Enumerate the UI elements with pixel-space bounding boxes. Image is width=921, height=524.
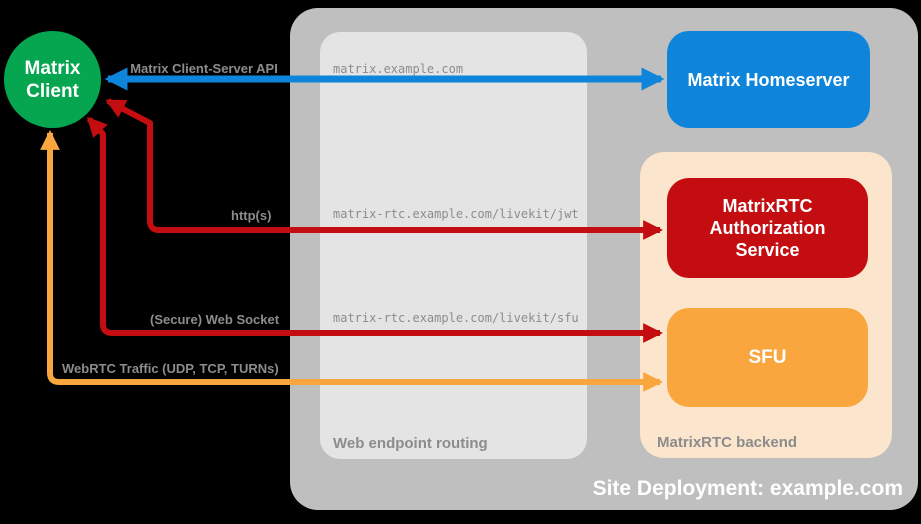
matrix-client-node: Matrix Client (4, 31, 101, 128)
edge-label-client-server-api: Matrix Client-Server API (130, 61, 278, 76)
endpoint-url-livekit-jwt: matrix-rtc.example.com/livekit/jwt (333, 207, 579, 221)
edge-label-https: http(s) (231, 208, 272, 223)
matrixrtc-backend-label: MatrixRTC backend (657, 434, 798, 451)
matrix-client-label-line2: Client (26, 80, 79, 102)
sfu-label: SFU (748, 346, 787, 368)
edge-label-webrtc-traffic: WebRTC Traffic (UDP, TCP, TURNs) (62, 361, 279, 376)
web-endpoint-routing-label: Web endpoint routing (333, 435, 488, 452)
sfu-node: SFU (667, 308, 868, 407)
web-endpoint-routing-panel: Web endpoint routing (320, 32, 587, 459)
endpoint-url-livekit-sfu: matrix-rtc.example.com/livekit/sfu (333, 311, 579, 325)
matrix-client-label-line1: Matrix (24, 57, 81, 79)
matrixrtc-authorization-service-label: MatrixRTC Authorization Service (709, 196, 826, 260)
matrix-homeserver-label: Matrix Homeserver (687, 69, 850, 90)
matrixrtc-authorization-service-node: MatrixRTC Authorization Service (667, 178, 868, 278)
endpoint-url-matrix: matrix.example.com (333, 62, 464, 76)
matrix-homeserver-node: Matrix Homeserver (667, 31, 870, 128)
edge-label-websocket: (Secure) Web Socket (150, 312, 280, 327)
site-deployment-label: Site Deployment: example.com (592, 477, 903, 500)
